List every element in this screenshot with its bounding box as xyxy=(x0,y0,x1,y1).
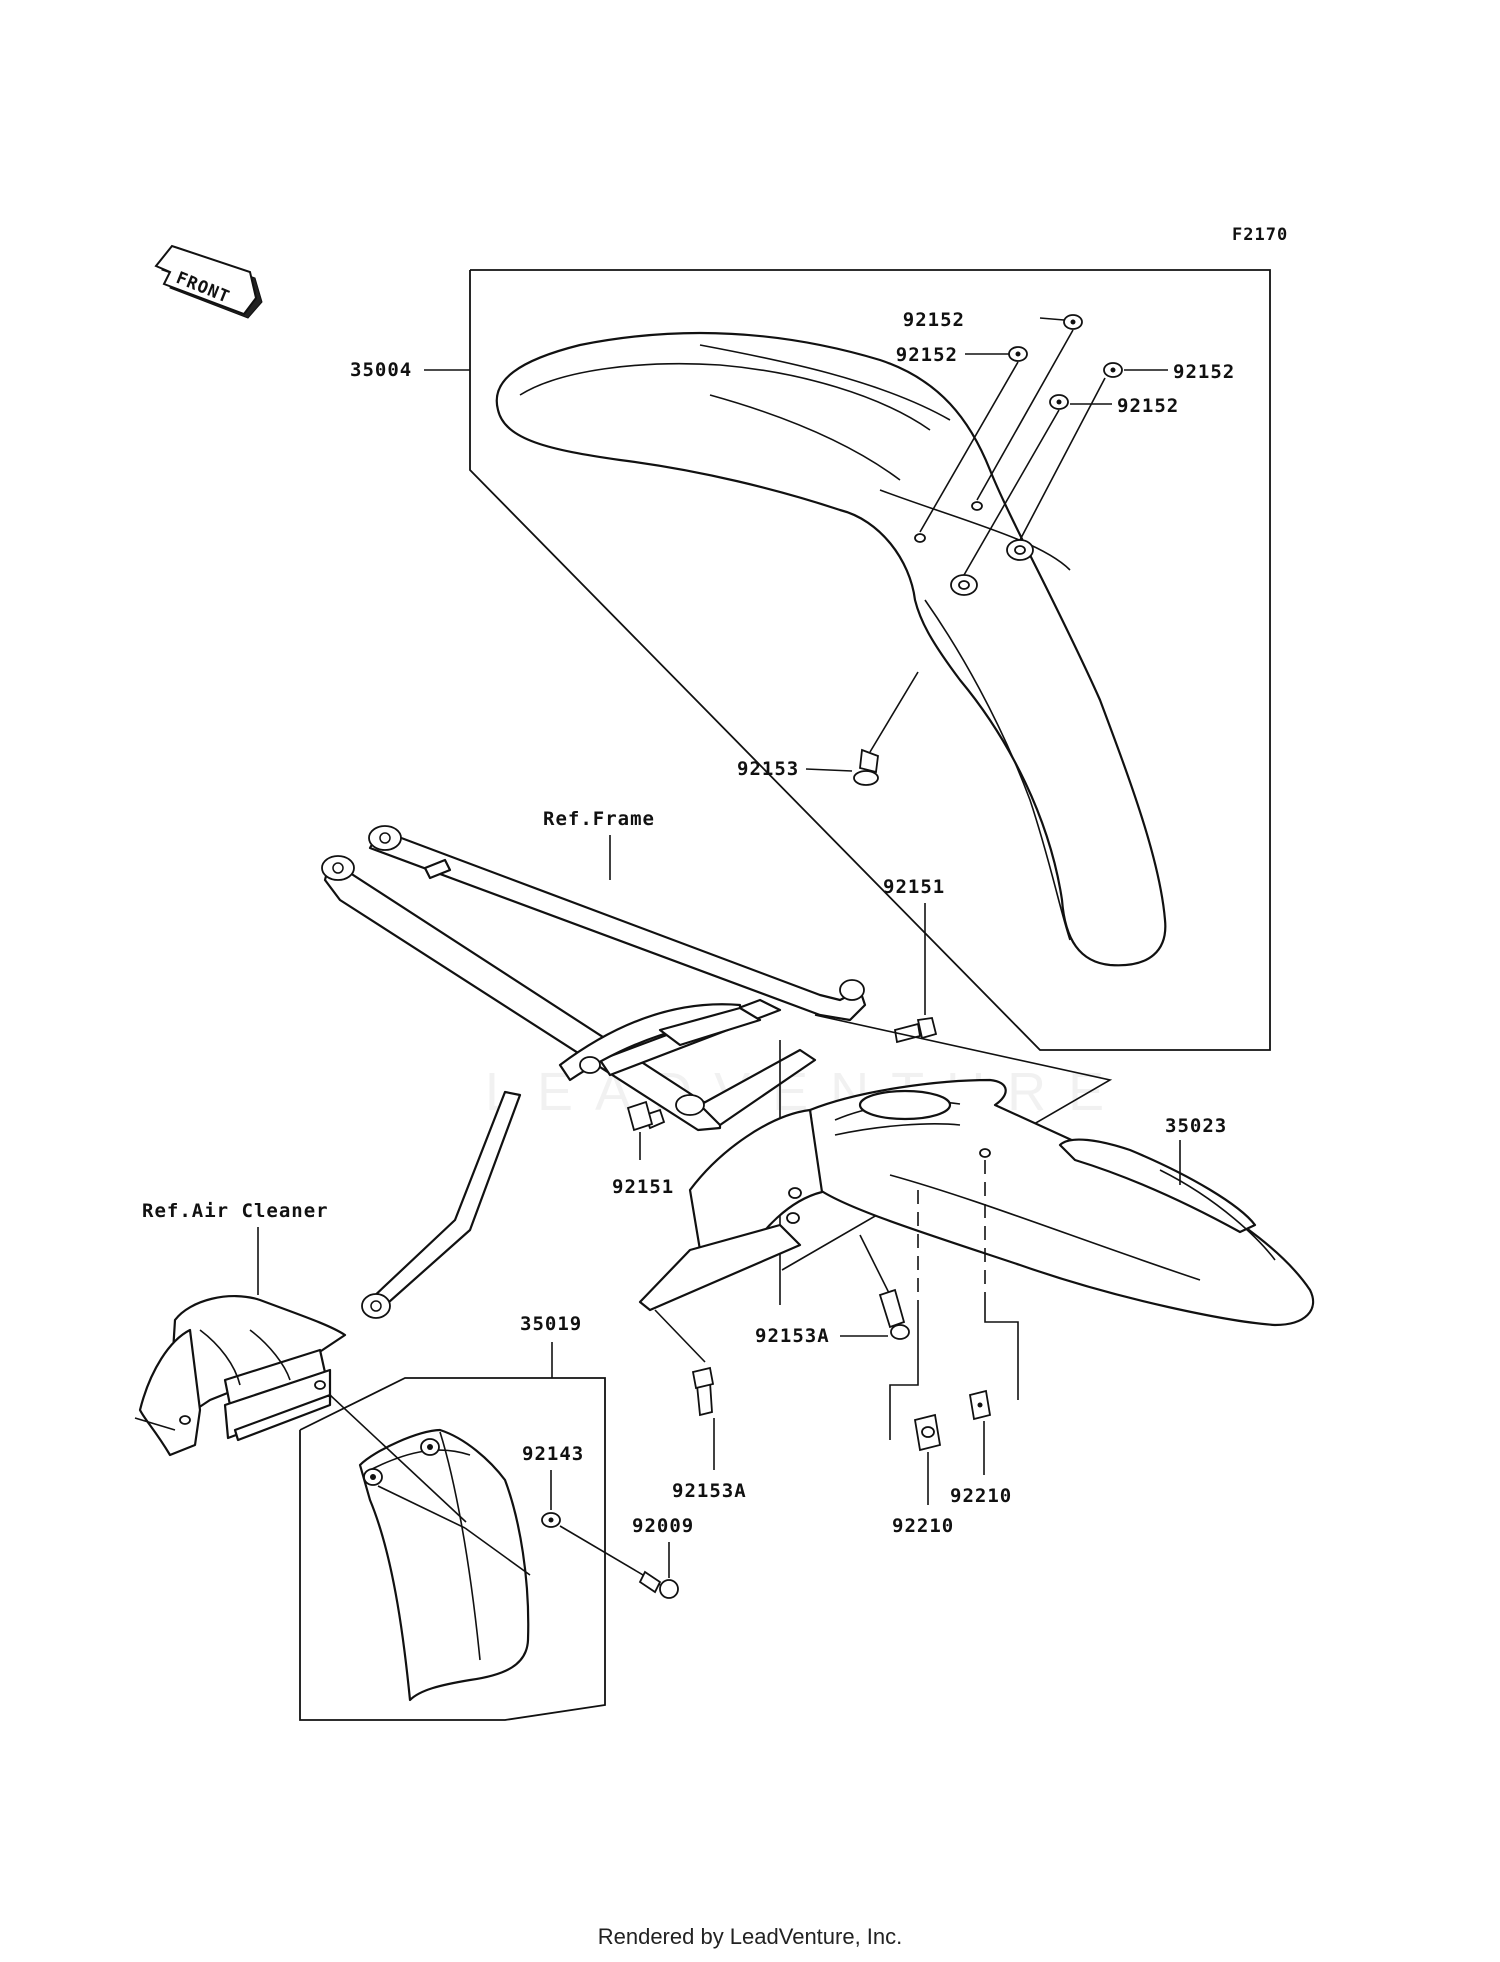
callout-92151-upper: 92151 xyxy=(883,876,945,898)
callout-92153: 92153 xyxy=(737,758,799,780)
callout-92210-a: 92210 xyxy=(892,1515,954,1537)
callout-92153A-b: 92153A xyxy=(672,1480,747,1502)
bolt-icon xyxy=(878,1288,910,1340)
front-fender-box xyxy=(469,269,1271,1051)
front-fender xyxy=(495,331,1167,967)
screw-icon xyxy=(638,1570,679,1599)
air-cleaner xyxy=(134,1295,347,1457)
callout-92152-c: 92152 xyxy=(1173,361,1235,383)
mud-flap xyxy=(358,1428,530,1702)
callout-92152-d: 92152 xyxy=(1117,395,1179,417)
mud-flap-box xyxy=(299,1377,606,1721)
callout-92153A-a: 92153A xyxy=(755,1325,830,1347)
ref-frame-label: Ref.Frame xyxy=(543,808,655,830)
callout-92143: 92143 xyxy=(522,1443,584,1465)
callout-35023: 35023 xyxy=(1165,1115,1227,1137)
figure-code: F2170 xyxy=(1232,225,1288,245)
washer-icon xyxy=(541,1512,561,1528)
callout-35019: 35019 xyxy=(520,1313,582,1335)
bolt-icon xyxy=(691,1366,715,1417)
nut-icon xyxy=(913,1389,992,1452)
callout-92009: 92009 xyxy=(632,1515,694,1537)
callout-92152-a: 92152 xyxy=(903,309,965,331)
footer-credit: Rendered by LeadVenture, Inc. xyxy=(598,1924,903,1949)
callout-92152-b: 92152 xyxy=(896,344,958,366)
bolt-icon xyxy=(626,1100,666,1132)
callout-92151-lower: 92151 xyxy=(612,1176,674,1198)
callout-92210-b: 92210 xyxy=(950,1485,1012,1507)
rear-fender xyxy=(638,1078,1315,1327)
front-arrow-icon: FRONT xyxy=(154,244,263,319)
washer-icon xyxy=(1008,314,1123,410)
bolt-icon xyxy=(853,748,879,786)
bolt-icon xyxy=(893,1016,938,1044)
callout-35004: 35004 xyxy=(350,359,412,381)
ref-air-cleaner-label: Ref.Air Cleaner xyxy=(142,1200,329,1222)
rear-frame xyxy=(321,825,867,1319)
